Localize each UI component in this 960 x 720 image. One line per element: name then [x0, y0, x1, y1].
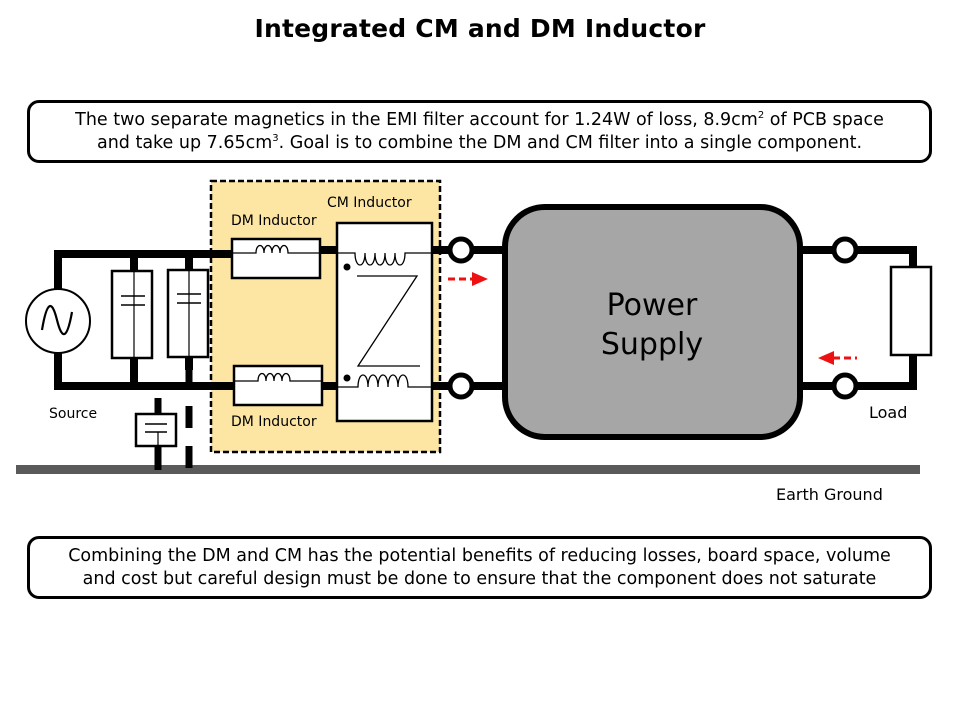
callout-bottom-line2: and cost but careful design must be done…: [82, 569, 877, 589]
superscript: 2: [757, 110, 765, 121]
cm-inductor: [335, 221, 434, 423]
input-terminals: [447, 236, 475, 400]
earth-ground-label: Earth Ground: [776, 485, 883, 504]
load-resistor: [889, 265, 933, 357]
dm-inductor-bottom: [232, 364, 324, 407]
cm-inductor-label: CM Inductor: [327, 195, 412, 211]
slide-title: Integrated CM and DM Inductor: [254, 14, 706, 43]
callout-top-text: and take up 7.65cm: [96, 133, 273, 153]
current-arrow-left: [818, 351, 857, 365]
callout-top-text: . Goal is to combine the DM and CM filte…: [278, 133, 863, 153]
dm-inductor-bottom-label: DM Inductor: [231, 414, 317, 430]
power-supply-label-line1: Power: [607, 288, 698, 323]
output-terminals: [831, 236, 859, 400]
power-supply-block: [502, 204, 803, 440]
ac-source-icon: [25, 288, 91, 354]
x-capacitor-1: [110, 269, 154, 360]
current-arrow-right: [448, 272, 488, 286]
earth-ground-bar: [16, 465, 920, 474]
callout-top-line2: and take up 7.65cm3. Goal is to combine …: [40, 132, 919, 155]
y-capacitor-ground: [134, 366, 193, 470]
callout-top-text: of PCB space: [764, 110, 884, 130]
source-label: Source: [49, 406, 97, 422]
callout-bottom: Combining the DM and CM has the potentia…: [27, 536, 932, 599]
dm-inductor-top-label: DM Inductor: [231, 213, 317, 229]
callout-top-line1: The two separate magnetics in the EMI fi…: [40, 109, 919, 132]
callout-top-text: The two separate magnetics in the EMI fi…: [75, 110, 758, 130]
power-supply-label-line2: Supply: [601, 327, 703, 362]
dm-inductor-top: [230, 237, 322, 280]
superscript: 3: [272, 133, 279, 144]
callout-bottom-line1: Combining the DM and CM has the potentia…: [68, 546, 891, 566]
source-wiring: [54, 246, 917, 390]
x-capacitor-2: [166, 268, 210, 359]
callout-top: The two separate magnetics in the EMI fi…: [27, 100, 932, 163]
load-label: Load: [869, 403, 907, 422]
